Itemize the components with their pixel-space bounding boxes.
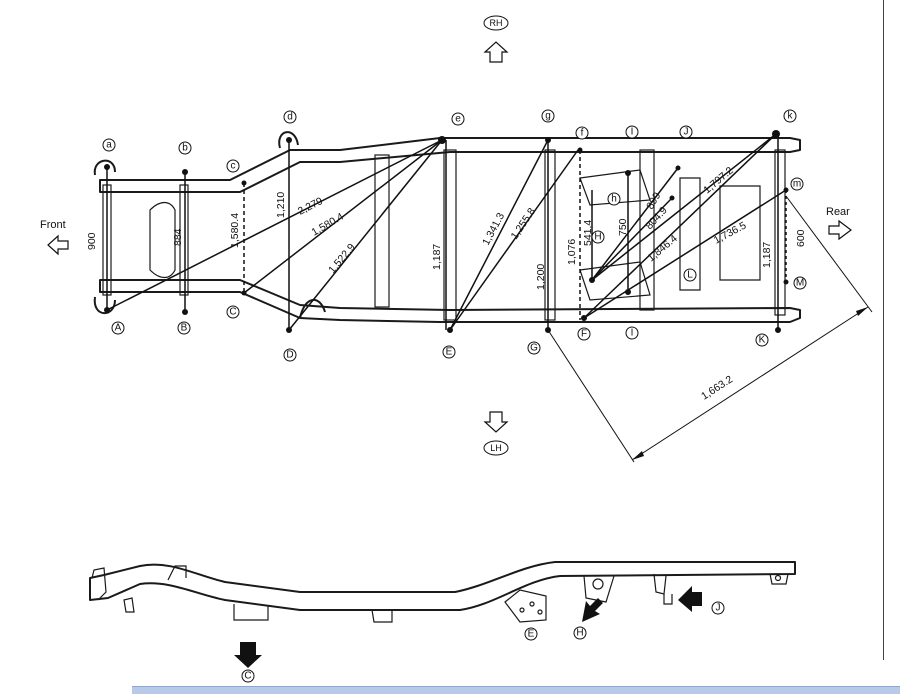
window-scrollbar[interactable] [132, 686, 900, 694]
arrow-down-icon [483, 411, 509, 433]
label-d: d [287, 112, 293, 123]
side-label-C: C [244, 671, 251, 682]
dim-1580-diagonal: 1,580.4 [310, 211, 346, 239]
direction-rh-label: RH [490, 18, 503, 28]
pointer-arrow-j-icon [678, 586, 702, 612]
dim-1663: 1,663.2 [699, 373, 735, 402]
direction-lh-label: LH [490, 443, 502, 453]
page-edge-rule [883, 0, 884, 660]
label-B: B [181, 323, 188, 334]
label-A: A [115, 323, 122, 334]
label-D: D [286, 350, 293, 361]
measurement-lines [106, 133, 873, 463]
label-i-upper: I [631, 127, 634, 138]
dim-1522: 1,522.9 [326, 241, 358, 276]
dim-884: 884 [172, 228, 184, 246]
dim-750: 750 [617, 218, 629, 236]
label-c: c [231, 161, 236, 172]
label-h: h [611, 194, 617, 205]
dim-1200: 1,200 [535, 264, 547, 290]
dim-541: 541.4 [582, 220, 594, 246]
dim-1580-vertical: 1,580.4 [229, 213, 241, 248]
label-C: C [229, 307, 236, 318]
label-f: f [581, 128, 584, 139]
dim-1210: 1,210 [275, 192, 287, 218]
frame-top-view [93, 131, 801, 323]
label-L: L [687, 270, 693, 281]
dim-1187-k: 1,187 [761, 242, 773, 268]
arrow-left-icon [47, 234, 69, 256]
direction-rear-label: Rear [826, 206, 850, 218]
direction-rh: RH [483, 15, 509, 63]
frame-side-view [89, 561, 796, 623]
dim-1797: 1,797.2 [701, 164, 736, 196]
direction-lh: LH [483, 411, 509, 456]
dim-900: 900 [86, 232, 98, 250]
arrow-right-icon [828, 219, 852, 241]
label-k: k [788, 111, 794, 122]
dim-600: 600 [795, 229, 807, 247]
pointer-arrow-h-icon [582, 598, 603, 622]
direction-front-label: Front [40, 219, 66, 231]
arrow-up-icon [483, 41, 509, 63]
label-F: F [581, 329, 587, 340]
dim-1736: 1,736.5 [712, 220, 749, 247]
label-I-lower: I [631, 328, 634, 339]
dim-1076: 1,076 [566, 239, 578, 265]
label-b: b [182, 143, 188, 154]
dim-1255: 1,255.8 [509, 206, 539, 242]
point-labels: a b c d e g f I J k m A B C D E G F I K … [102, 109, 807, 362]
pointer-arrow-c-icon [234, 642, 262, 668]
label-M: M [796, 278, 804, 289]
side-label-H: H [576, 628, 583, 639]
direction-rear: Rear [826, 206, 852, 241]
label-m: m [793, 179, 801, 190]
label-G: G [530, 343, 538, 354]
side-view-arrows: C E H J [234, 586, 725, 683]
measurement-points [104, 130, 789, 333]
label-E: E [446, 347, 453, 358]
label-H: H [594, 232, 601, 243]
dim-1341: 1,341.3 [480, 211, 507, 248]
label-j-upper: J [684, 127, 689, 138]
label-e: e [455, 114, 461, 125]
label-K: K [759, 335, 766, 346]
side-label-J: J [716, 603, 721, 614]
label-g: g [545, 111, 551, 122]
direction-front: Front [40, 219, 69, 256]
dim-2279: 2,279 [296, 195, 325, 218]
dim-1187-e: 1,187 [431, 244, 443, 270]
dim-1846: 1,846.4 [645, 232, 680, 264]
label-a: a [106, 140, 112, 151]
side-label-E: E [528, 629, 535, 640]
